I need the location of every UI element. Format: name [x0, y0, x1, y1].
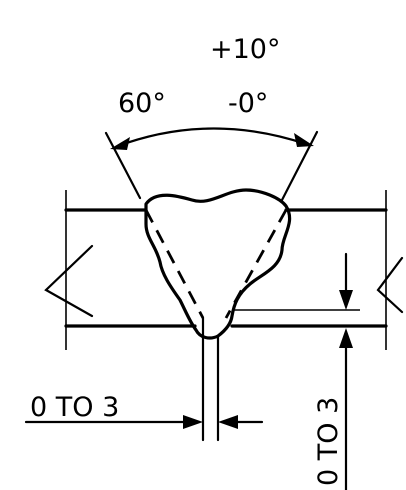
root-face-arrow-bottom — [339, 328, 353, 348]
root-face-arrow-top — [339, 290, 353, 310]
groove-bevel-right — [224, 209, 288, 319]
angle-arrowhead-left — [110, 137, 130, 150]
break-line-right — [376, 256, 404, 314]
angle-extension-left — [104, 131, 142, 200]
root-opening-arrow-left — [183, 415, 203, 429]
angle-arrowhead-right — [294, 133, 314, 147]
angle-dimension-arc — [116, 127, 308, 148]
weld-bead-outline — [144, 188, 292, 340]
root-opening-label: 0 TO 3 — [30, 392, 119, 423]
angle-tolerance-minus-label: -0° — [228, 88, 268, 119]
root-opening-arrow-right — [218, 415, 238, 429]
groove-angle-label: 60° — [118, 88, 166, 119]
angle-tolerance-plus-label: +10° — [210, 34, 280, 65]
break-line-left — [44, 244, 94, 318]
root-face-label: 0 TO 3 — [313, 397, 344, 486]
groove-bevel-left — [144, 209, 205, 319]
angle-extension-right — [280, 130, 319, 202]
